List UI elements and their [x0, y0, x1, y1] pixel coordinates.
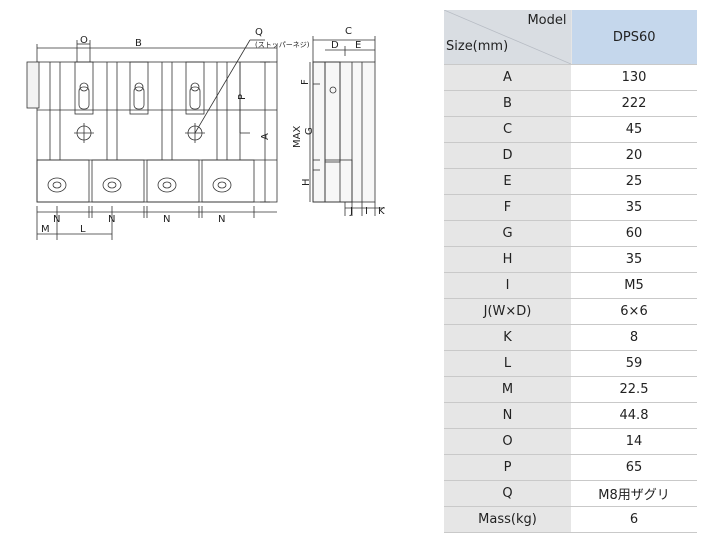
- row-key-cell: H: [444, 246, 571, 273]
- dim-label-n1: N: [53, 214, 60, 225]
- row-key-cell: F: [444, 194, 571, 221]
- dim-label-n2: N: [108, 214, 115, 225]
- row-key-cell: J(W×D): [444, 298, 571, 325]
- dim-label-m: M: [41, 224, 50, 235]
- row-key-cell: I: [444, 272, 571, 299]
- dimension-drawing-svg: O B Q (ストッパーネジ) C D E P A MAX G F H N N …: [26, 26, 385, 240]
- dim-label-h: H: [301, 178, 312, 186]
- technical-drawing: O B Q (ストッパーネジ) C D E P A MAX G F H N N …: [26, 26, 385, 240]
- row-key-cell: D: [444, 142, 571, 169]
- dim-label-a: A: [260, 133, 271, 140]
- row-value-cell: 35: [571, 194, 697, 221]
- dim-label-j: J: [349, 206, 353, 217]
- dim-label-q: Q: [255, 27, 263, 38]
- row-key-cell: N: [444, 402, 571, 429]
- dim-label-n4: N: [218, 214, 225, 225]
- row-value-cell: 45: [571, 116, 697, 143]
- dim-label-p: P: [237, 94, 248, 100]
- dim-label-e: E: [355, 40, 361, 51]
- row-key-cell: O: [444, 428, 571, 455]
- row-key-cell: A: [444, 64, 571, 91]
- dim-label-b: B: [135, 38, 142, 49]
- dim-label-o: O: [80, 35, 88, 46]
- row-value-cell: 6: [571, 506, 697, 533]
- row-key-cell: M: [444, 376, 571, 403]
- row-key-cell: P: [444, 454, 571, 481]
- header-model-label: Model: [527, 13, 567, 28]
- dim-label-c: C: [345, 26, 352, 37]
- row-key-cell: Q: [444, 480, 571, 507]
- row-key-cell: K: [444, 324, 571, 351]
- row-value-cell: 65: [571, 454, 697, 481]
- dim-label-max: MAX: [292, 126, 303, 148]
- row-key-cell: B: [444, 90, 571, 117]
- row-value-cell: 14: [571, 428, 697, 455]
- header-model-value: DPS60: [570, 10, 697, 65]
- row-value-cell: 60: [571, 220, 697, 247]
- row-value-cell: 20: [571, 142, 697, 169]
- row-key-cell: C: [444, 116, 571, 143]
- dim-label-l: L: [80, 224, 86, 235]
- row-value-cell: 59: [571, 350, 697, 377]
- header-size-label: Size(mm): [446, 39, 509, 54]
- table-row: J(W×D)6×6: [444, 298, 697, 325]
- dim-label-k: K: [378, 206, 385, 217]
- row-value-cell: 222: [571, 90, 697, 117]
- row-value-cell: 130: [571, 64, 697, 91]
- dim-label-f: F: [300, 79, 311, 85]
- row-key-cell: Mass(kg): [444, 506, 571, 533]
- row-value-cell: 8: [571, 324, 697, 351]
- table-header-row: Model Size(mm) DPS60: [444, 10, 697, 65]
- row-value-cell: 35: [571, 246, 697, 273]
- row-value-cell: M8用ザグリ: [571, 480, 697, 507]
- row-value-cell: 6×6: [571, 298, 697, 325]
- row-value-cell: 22.5: [571, 376, 697, 403]
- row-value-cell: 44.8: [571, 402, 697, 429]
- row-key-cell: L: [444, 350, 571, 377]
- row-value-cell: 25: [571, 168, 697, 195]
- table-row: Mass(kg)6: [444, 506, 697, 533]
- dim-label-i: I: [365, 206, 368, 217]
- dim-label-n3: N: [163, 214, 170, 225]
- dim-label-d: D: [331, 40, 339, 51]
- row-value-cell: M5: [571, 272, 697, 299]
- row-key-cell: G: [444, 220, 571, 247]
- dim-label-g: G: [304, 127, 315, 135]
- diagonal-line-icon: [444, 10, 571, 64]
- header-corner-cell: Model Size(mm): [444, 10, 571, 65]
- row-key-cell: E: [444, 168, 571, 195]
- dim-label-stopper: (ストッパーネジ): [255, 41, 310, 49]
